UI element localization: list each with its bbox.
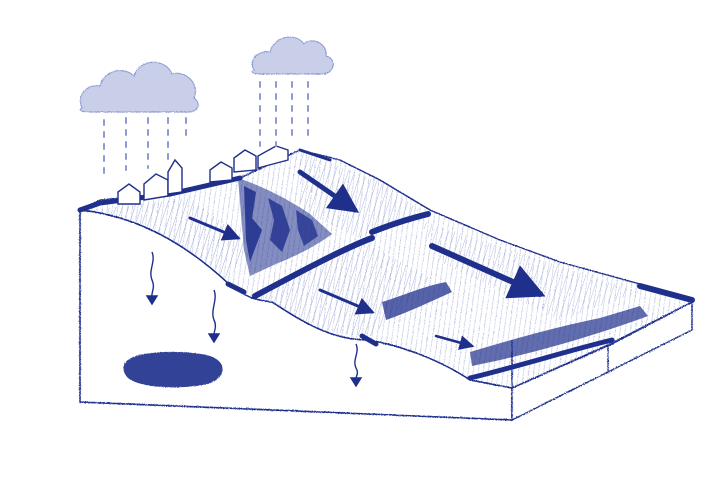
arrow-icon xyxy=(213,290,216,338)
house-icon xyxy=(210,162,232,182)
house-icon xyxy=(234,150,256,172)
church-icon xyxy=(168,160,182,194)
house-icon xyxy=(144,174,168,200)
groundwater-lens xyxy=(124,352,223,387)
clouds xyxy=(80,37,333,112)
rain-cloud-icon xyxy=(80,62,198,112)
arrow-icon xyxy=(355,344,358,382)
arrow-icon xyxy=(151,252,154,300)
house-icon xyxy=(118,184,140,204)
rain-cloud-icon xyxy=(252,37,333,74)
